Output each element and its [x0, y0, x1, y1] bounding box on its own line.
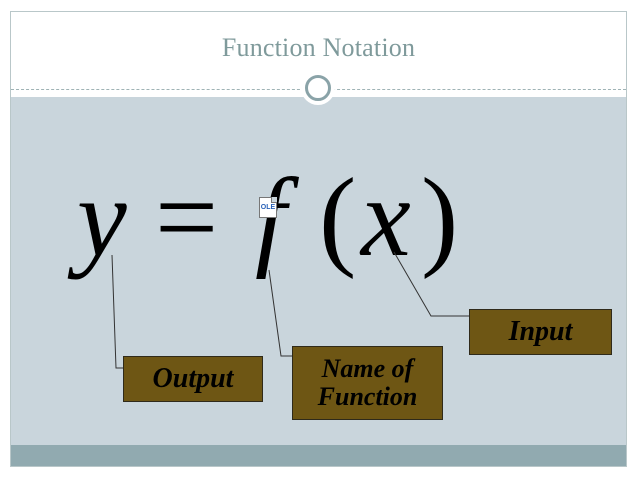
input-label-box: Input: [469, 309, 612, 355]
name-of-function-label-box: Name of Function: [292, 346, 443, 420]
name-of-function-label-line1: Name of: [321, 353, 414, 383]
function-leader-line: [268, 269, 292, 357]
slide: Function Notation y = f ( x ) OLE Output…: [10, 11, 627, 467]
divider-circle-ornament: [301, 71, 335, 105]
close-parenthesis: ): [421, 156, 459, 280]
leader-lines: [111, 251, 469, 369]
function-equation: y = f ( x ): [11, 12, 626, 466]
ole-object-icon[interactable]: OLE: [259, 197, 277, 218]
input-variable: x: [361, 156, 411, 280]
footer-bar: [11, 445, 626, 466]
output-label: Output: [152, 362, 234, 394]
input-leader-line: [393, 251, 469, 317]
open-parenthesis: (: [319, 156, 357, 280]
output-leader-line: [111, 254, 123, 369]
output-label-box: Output: [123, 356, 263, 402]
slide-title: Function Notation: [221, 33, 416, 62]
input-label: Input: [508, 315, 573, 347]
equals-sign: =: [155, 156, 219, 280]
name-of-function-label-line2: Function: [317, 382, 418, 411]
function-name: f: [255, 156, 287, 280]
output-variable: y: [77, 156, 127, 280]
